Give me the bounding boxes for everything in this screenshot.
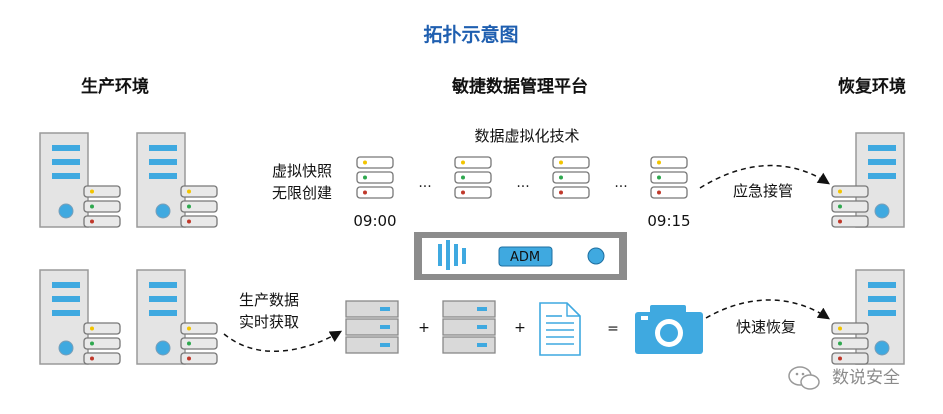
storage-unit-icon (442, 300, 496, 354)
snapshot-stack-icon (650, 156, 688, 199)
platform-heading: 敏捷数据管理平台 (451, 76, 588, 97)
power-indicator (587, 247, 605, 265)
server-icon (136, 269, 186, 365)
diagram-title: 拓扑示意图 (423, 23, 518, 46)
wechat-icon (788, 366, 820, 390)
snapshot-stack-icon (83, 322, 121, 365)
snapshot-stack-icon (831, 322, 869, 365)
ellipsis: ··· (418, 179, 431, 195)
storage-unit-icon (345, 300, 399, 354)
snapshot-stack-icon (831, 185, 869, 228)
time-start: 09:00 (353, 212, 396, 230)
capture-label-line2: 实时获取 (239, 313, 299, 331)
logo-bar (454, 244, 458, 266)
restore-arrow (705, 299, 830, 320)
snapshot-stack-icon (83, 185, 121, 228)
adm-appliance: ADM (414, 232, 627, 280)
plus-sign: + (514, 320, 526, 336)
production-heading: 生产环境 (81, 76, 149, 97)
virtualization-label: 数据虚拟化技术 (474, 127, 579, 145)
adm-label: ADM (510, 250, 540, 265)
logo-bar (438, 244, 442, 266)
server-icon (855, 269, 905, 365)
snapshot-stack-icon (180, 322, 218, 365)
snapshot-label-line2: 无限创建 (272, 184, 332, 202)
restore-label: 快速恢复 (736, 318, 796, 336)
takeover-arrow (699, 164, 831, 189)
logo-bar (462, 248, 466, 264)
snapshot-stack-icon (356, 156, 394, 199)
server-icon (136, 132, 186, 228)
time-end: 09:15 (647, 212, 690, 230)
emergency-label: 应急接管 (733, 182, 793, 200)
logo-bar (446, 240, 450, 270)
server-icon (855, 132, 905, 228)
snapshot-stack-icon (454, 156, 492, 199)
server-icon (39, 132, 89, 228)
document-icon (539, 302, 581, 356)
recovery-heading: 恢复环境 (838, 76, 906, 97)
snapshot-stack-icon (552, 156, 590, 199)
plus-sign: + (418, 320, 430, 336)
watermark-text: 数说安全 (832, 368, 900, 388)
capture-label-line1: 生产数据 (239, 291, 299, 309)
snapshot-stack-icon (180, 185, 218, 228)
capture-arrow (223, 330, 343, 352)
server-icon (39, 269, 89, 365)
snapshot-label-line1: 虚拟快照 (272, 162, 332, 180)
watermark: 数说安全 (788, 366, 900, 390)
ellipsis: ··· (516, 179, 529, 195)
ellipsis: ··· (614, 179, 627, 195)
camera-icon (635, 305, 703, 354)
equals-sign: = (607, 321, 619, 337)
